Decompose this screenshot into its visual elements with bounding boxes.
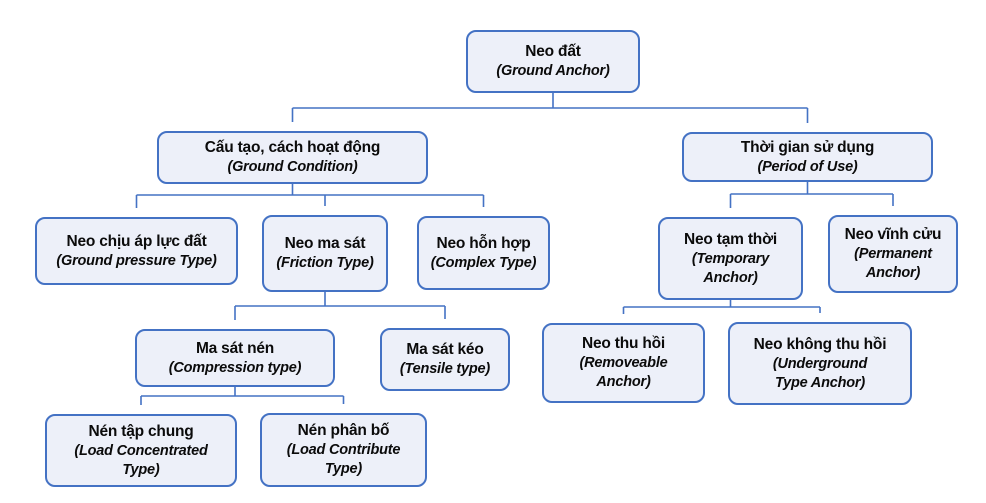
node-label-vi: Neo tạm thời [683, 230, 777, 248]
node-label-en: (Underground Type Anchor) [772, 355, 868, 391]
node-label-en: (Compression type) [168, 359, 302, 376]
node-label-en: (Ground pressure Type) [56, 252, 217, 269]
node-label-en: (Ground Anchor) [496, 63, 610, 79]
node-neo-chiu-ap-luc-dat: Neo chịu áp lực đất (Ground pressure Typ… [26, 210, 238, 285]
node-neo-tam-thoi: Neo tạm thời (Temporary Anchor) [649, 210, 803, 300]
node-label-vi: Ma sát nén [195, 339, 275, 357]
node-label-vi: Neo chịu áp lực đất [66, 232, 207, 250]
node-label-vi: Neo đất [525, 43, 581, 60]
node-neo-hon-hop: Neo hỗn hợp (Complex Type) [408, 209, 550, 290]
node-label-en: (Complex Type) [430, 254, 537, 271]
node-label-vi: Neo hỗn hợp [436, 234, 531, 252]
node-neo-vinh-cuu: Neo vĩnh cửu (Permanent Anchor) [819, 208, 958, 293]
node-label-en: (Load Contribute Type) [286, 442, 401, 477]
node-neo-dat: Neo đất (Ground Anchor) [457, 23, 640, 93]
node-neo-thu-hoi: Neo thu hồi (Removeable Anchor) [533, 316, 705, 403]
node-cau-tao: Cấu tạo, cách hoạt động (Ground Conditio… [148, 124, 428, 184]
node-neo-khong-thu-hoi: Neo không thu hồi (Underground Type Anch… [719, 315, 912, 405]
node-label-vi: Neo thu hồi [581, 335, 666, 352]
node-neo-ma-sat: Neo ma sát (Friction Type) [253, 208, 388, 292]
node-label-vi: Neo vĩnh cửu [844, 226, 942, 243]
node-label-en: (Tensile type) [399, 361, 491, 377]
node-label-en: (Permanent Anchor) [854, 246, 932, 281]
node-label-vi: Cấu tạo, cách hoạt động [204, 139, 381, 156]
node-label-vi: Ma sát kéo [406, 341, 484, 358]
node-label-en: (Ground Condition) [227, 159, 358, 175]
node-ma-sat-nen: Ma sát nén (Compression type) [126, 322, 335, 387]
node-label-en: (Removeable Anchor) [579, 355, 668, 390]
node-thoi-gian: Thời gian sử dụng (Period of Use) [673, 125, 933, 182]
node-label-en: (Friction Type) [276, 255, 374, 271]
node-label-en: (Period of Use) [757, 158, 858, 175]
node-nen-phan-bo: Nén phân bố (Load Contribute Type) [251, 406, 427, 487]
node-ma-sat-keo: Ma sát kéo (Tensile type) [371, 321, 510, 391]
node-label-vi: Neo không thu hồi [753, 335, 887, 353]
node-label-vi: Thời gian sử dụng [740, 138, 875, 156]
node-nen-tap-chung: Nén tập chung (Load Concentrated Type) [36, 407, 237, 487]
node-label-en: (Temporary Anchor) [691, 250, 770, 286]
node-label-vi: Neo ma sát [284, 235, 366, 252]
node-label-en: (Load Concentrated Type) [74, 442, 208, 478]
node-label-vi: Nén tập chung [88, 422, 194, 440]
node-label-vi: Nén phân bố [297, 422, 390, 439]
